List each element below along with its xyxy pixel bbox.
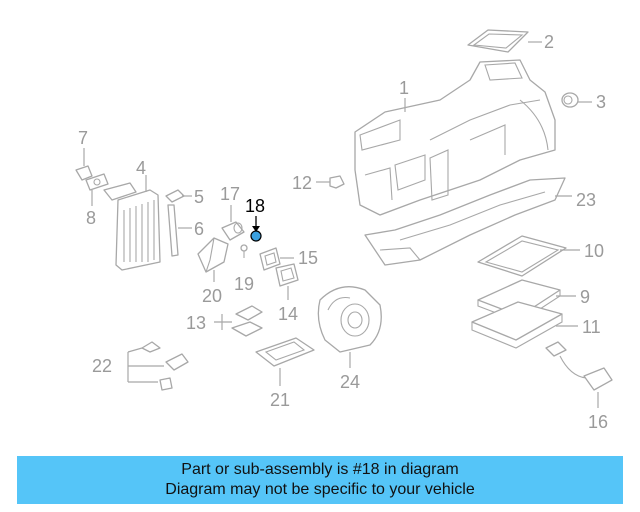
part-6-tube (167, 204, 192, 257)
callout-3: 3 (596, 92, 606, 112)
callout-8: 8 (86, 208, 96, 228)
part-5-pipe (165, 189, 192, 203)
part-17-actuator (221, 205, 245, 241)
callout-20: 20 (202, 286, 222, 306)
callout-21: 21 (270, 390, 290, 410)
callout-17: 17 (220, 184, 240, 204)
part-10-filter (477, 235, 580, 277)
callout-2: 2 (544, 32, 554, 52)
callout-13: 13 (186, 313, 206, 333)
part-1-heater-case (354, 59, 556, 216)
callout-12: 12 (292, 173, 312, 193)
part-2-gasket (467, 29, 542, 53)
callout-15: 15 (298, 248, 318, 268)
part-7-bracket (75, 148, 93, 181)
part-4-heater-core (103, 175, 161, 271)
part-12-clip (316, 175, 345, 189)
banner-line-1: Part or sub-assembly is #18 in diagram (181, 461, 459, 478)
part-3-grommet (561, 92, 592, 108)
callout-18: 18 (245, 196, 265, 216)
callout-6: 6 (194, 219, 204, 239)
part-14-filter-door (275, 263, 299, 300)
part-22-fasteners (127, 341, 189, 391)
part-18-highlighted (250, 216, 262, 242)
callout-1: 1 (399, 78, 409, 98)
info-banner: Part or sub-assembly is #18 in diagram D… (17, 456, 623, 504)
parts-diagram: 2 1 3 23 12 7 (75, 29, 613, 432)
part-16-sensor (545, 341, 613, 408)
callout-9: 9 (580, 287, 590, 307)
part-13-clips (214, 305, 263, 337)
part-9-filter (477, 279, 576, 323)
part-8-seal (85, 173, 109, 206)
callout-10: 10 (584, 241, 604, 261)
part-11-filter (471, 301, 578, 349)
callout-14: 14 (278, 304, 298, 324)
part-20-bracket (197, 237, 229, 282)
part-18-marker (250, 230, 262, 242)
callout-23: 23 (576, 190, 596, 210)
callout-5: 5 (194, 187, 204, 207)
callout-22: 22 (92, 356, 112, 376)
part-23-duct (364, 177, 572, 266)
banner-line-2: Diagram may not be specific to your vehi… (165, 481, 475, 498)
callout-4: 4 (136, 158, 146, 178)
part-15-plate (259, 247, 294, 271)
callout-11: 11 (582, 317, 601, 337)
callout-16: 16 (588, 412, 608, 432)
part-24-blower-motor (317, 286, 382, 368)
callout-7: 7 (78, 128, 88, 148)
callout-19: 19 (234, 274, 254, 294)
part-21-tray (255, 337, 315, 386)
part-19-pin (240, 244, 248, 258)
callout-24: 24 (340, 372, 360, 392)
